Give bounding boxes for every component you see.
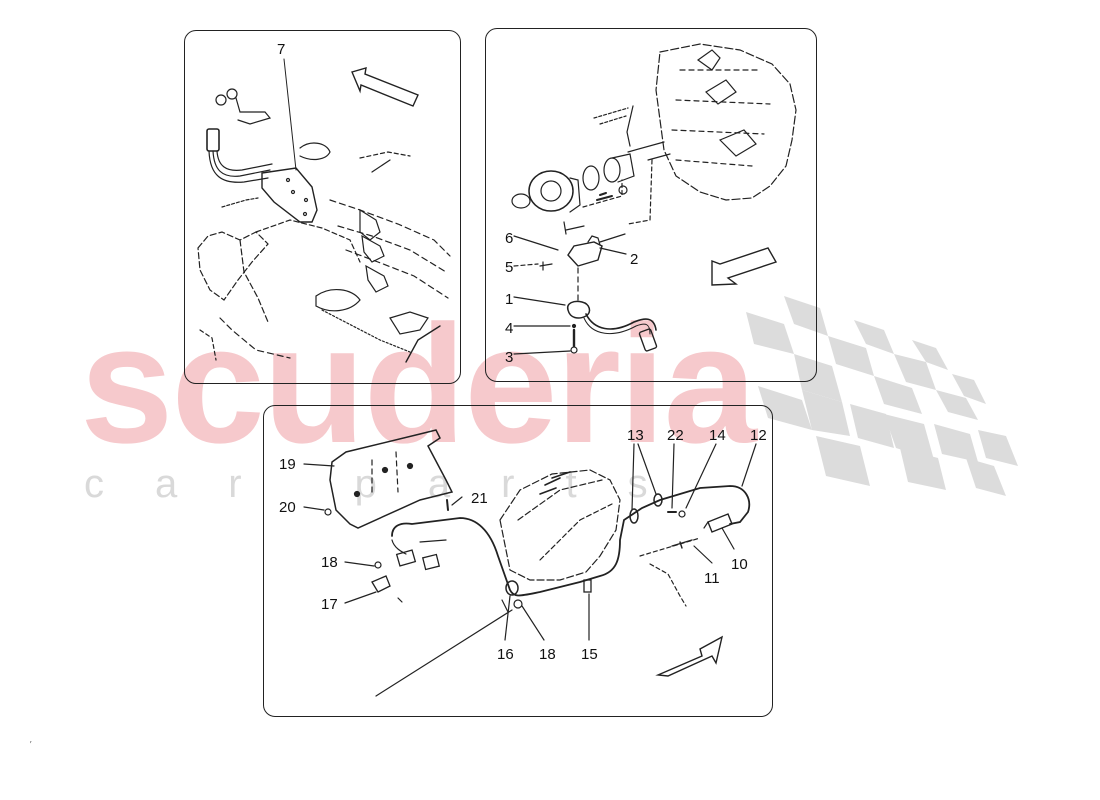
callout-20: 20	[279, 499, 296, 516]
callout-16: 16	[497, 646, 514, 663]
callout-2: 2	[630, 251, 639, 268]
callout-12: 12	[750, 427, 767, 444]
callout-17: 17	[321, 596, 338, 613]
view-arrow-icon	[711, 247, 778, 286]
callout-4: 4	[505, 320, 514, 337]
panel-engine-bay	[184, 30, 461, 384]
panel-gearbox-harness	[263, 405, 773, 717]
callout-14: 14	[709, 427, 726, 444]
panel-c-drawing	[303, 429, 757, 697]
callout-21: 21	[471, 490, 488, 507]
callout-19: 19	[279, 456, 296, 473]
panel-gearbox-sensor	[485, 28, 817, 382]
callout-13: 13	[627, 427, 644, 444]
watermark-subtitle: car parts	[84, 462, 699, 506]
callout-18-bottom: 18	[539, 646, 556, 663]
callout-10: 10	[731, 556, 748, 573]
callout-7: 7	[277, 41, 286, 58]
checkered-flag-watermark	[746, 296, 1018, 496]
view-arrow-icon	[655, 635, 724, 677]
callout-15: 15	[581, 646, 598, 663]
panel-a-drawing	[197, 58, 451, 363]
callout-11: 11	[704, 570, 720, 587]
callout-22: 22	[667, 427, 684, 444]
callout-18-left: 18	[321, 554, 338, 571]
panel-b-drawing	[511, 43, 797, 355]
callout-1: 1	[505, 291, 514, 308]
watermark-brand: scuderia	[80, 290, 757, 478]
callout-3: 3	[505, 349, 514, 366]
view-arrow-icon	[351, 67, 419, 107]
stray-mark: ′	[30, 740, 32, 749]
callout-5: 5	[505, 259, 514, 276]
callout-6: 6	[505, 230, 514, 247]
